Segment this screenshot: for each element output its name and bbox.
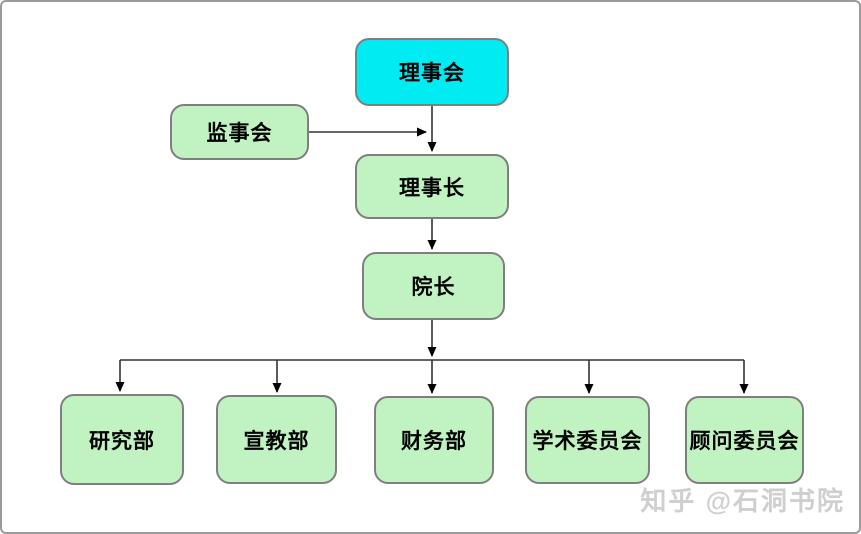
node-advisory-committee: 顾问委员会 — [685, 396, 804, 484]
node-dean: 院长 — [362, 252, 505, 320]
node-chairman: 理事长 — [355, 154, 509, 219]
node-label: 监事会 — [206, 122, 273, 145]
node-academic-committee: 学术委员会 — [525, 396, 650, 484]
node-label: 理事长 — [399, 176, 465, 200]
node-label: 财务部 — [401, 430, 467, 453]
zhihu-watermark: 知乎 @石洞书院 — [640, 486, 845, 516]
node-label: 学术委员会 — [532, 430, 643, 453]
node-label: 研究部 — [89, 429, 155, 453]
node-mission-education-dept: 宣教部 — [216, 395, 337, 484]
node-supervisory-board: 监事会 — [170, 104, 309, 160]
node-research-dept: 研究部 — [60, 394, 184, 485]
node-label: 院长 — [411, 276, 456, 299]
node-finance-dept: 财务部 — [374, 396, 494, 484]
node-label: 理事会 — [399, 62, 465, 85]
node-board-of-directors: 理事会 — [355, 38, 509, 106]
node-label: 宣教部 — [243, 429, 310, 453]
node-label: 顾问委员会 — [689, 430, 800, 453]
